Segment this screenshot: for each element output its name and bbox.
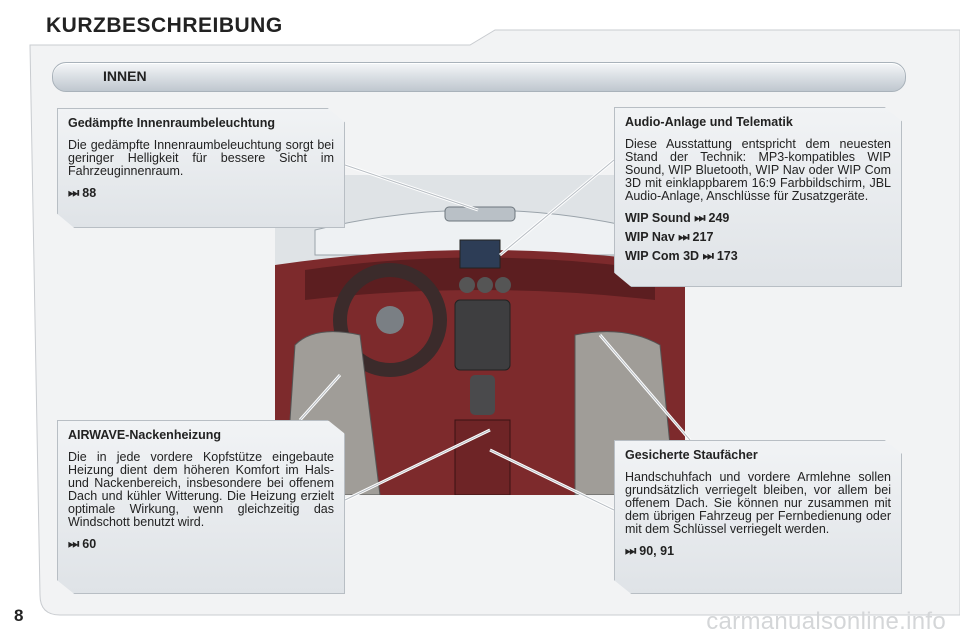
watermark: carmanualsonline.info [706, 608, 946, 635]
callout-secure-storage: Gesicherte Staufächer Handschuhfach und … [614, 440, 902, 594]
double-arrow-icon: ⏭ [702, 249, 714, 263]
callout-interior-lighting: Gedämpfte Innenraumbeleuchtung Die gedäm… [57, 108, 345, 228]
callout-title: Gedämpfte Innenraumbeleuchtung [68, 116, 275, 130]
page-reference-wip-nav[interactable]: WIP Nav ⏭217 [625, 230, 714, 244]
section-label: INNEN [103, 68, 147, 84]
callout-text: Die in jede vordere Kopfstütze eingebaut… [68, 450, 334, 529]
callout-title: AIRWAVE-Nackenheizung [68, 428, 222, 442]
section-bar: INNEN [52, 62, 906, 92]
callout-airwave: AIRWAVE-Nackenheizung Die in jede vorder… [57, 420, 345, 594]
double-arrow-icon: ⏭ [678, 230, 690, 244]
page-reference-wip-sound[interactable]: WIP Sound ⏭249 [625, 211, 730, 225]
callout-audio-telematics: Audio-Anlage und Telematik Diese Ausstat… [614, 107, 902, 287]
callout-text: Diese Ausstattung entspricht dem neueste… [625, 137, 891, 203]
page-title: KURZBESCHREIBUNG [46, 14, 283, 37]
double-arrow-icon: ⏭ [68, 186, 80, 200]
steering-wheel [333, 263, 447, 377]
page-reference[interactable]: ⏭60 [68, 537, 97, 551]
page-reference-wip-com-3d[interactable]: WIP Com 3D ⏭173 [625, 249, 738, 263]
callout-text: Die gedämpfte Innenraumbeleuchtung sorgt… [68, 138, 334, 178]
center-console [454, 299, 511, 371]
double-arrow-icon: ⏭ [68, 537, 80, 551]
page-reference[interactable]: ⏭88 [68, 186, 97, 200]
double-arrow-icon: ⏭ [694, 211, 706, 225]
rearview-mirror [444, 206, 516, 222]
page-reference[interactable]: ⏭90, 91 [625, 544, 675, 558]
callout-text: Handschuhfach und vordere Armlehne solle… [625, 470, 891, 536]
callout-title: Audio-Anlage und Telematik [625, 115, 793, 129]
callout-title: Gesicherte Staufächer [625, 448, 758, 462]
page-number: 8 [14, 606, 24, 625]
double-arrow-icon: ⏭ [625, 544, 637, 558]
